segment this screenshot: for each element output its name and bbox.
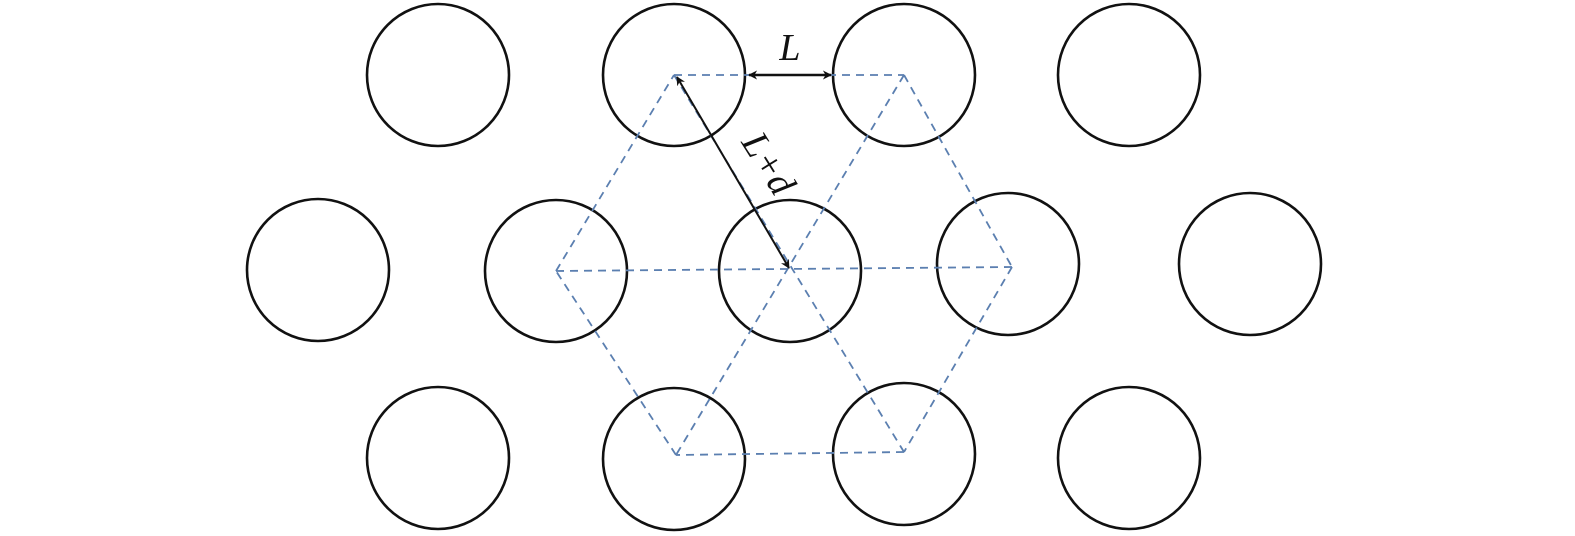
circle [1056, 385, 1202, 531]
lattice-line [555, 270, 677, 456]
circle [1177, 191, 1323, 337]
circle [365, 385, 511, 531]
circle [601, 386, 747, 532]
lattice-line [675, 74, 905, 456]
circle [717, 198, 863, 344]
lattice-line [555, 74, 675, 272]
circle [831, 381, 977, 527]
circle [1056, 2, 1202, 148]
center-distance-arrow: L+d [676, 76, 804, 269]
lattice-line [675, 451, 905, 456]
circle [935, 191, 1081, 337]
lattice-line [903, 266, 1013, 453]
gap-label: L [778, 27, 800, 69]
lattice-line [555, 266, 1013, 272]
circle [245, 197, 391, 343]
gap-dimension-arrow: L [748, 27, 832, 80]
circle-array [245, 2, 1323, 532]
hexagonal-lattice-lines [555, 74, 1013, 456]
circle [365, 2, 511, 148]
lattice-line [903, 74, 1013, 268]
center-distance-arrow-line [676, 76, 790, 269]
